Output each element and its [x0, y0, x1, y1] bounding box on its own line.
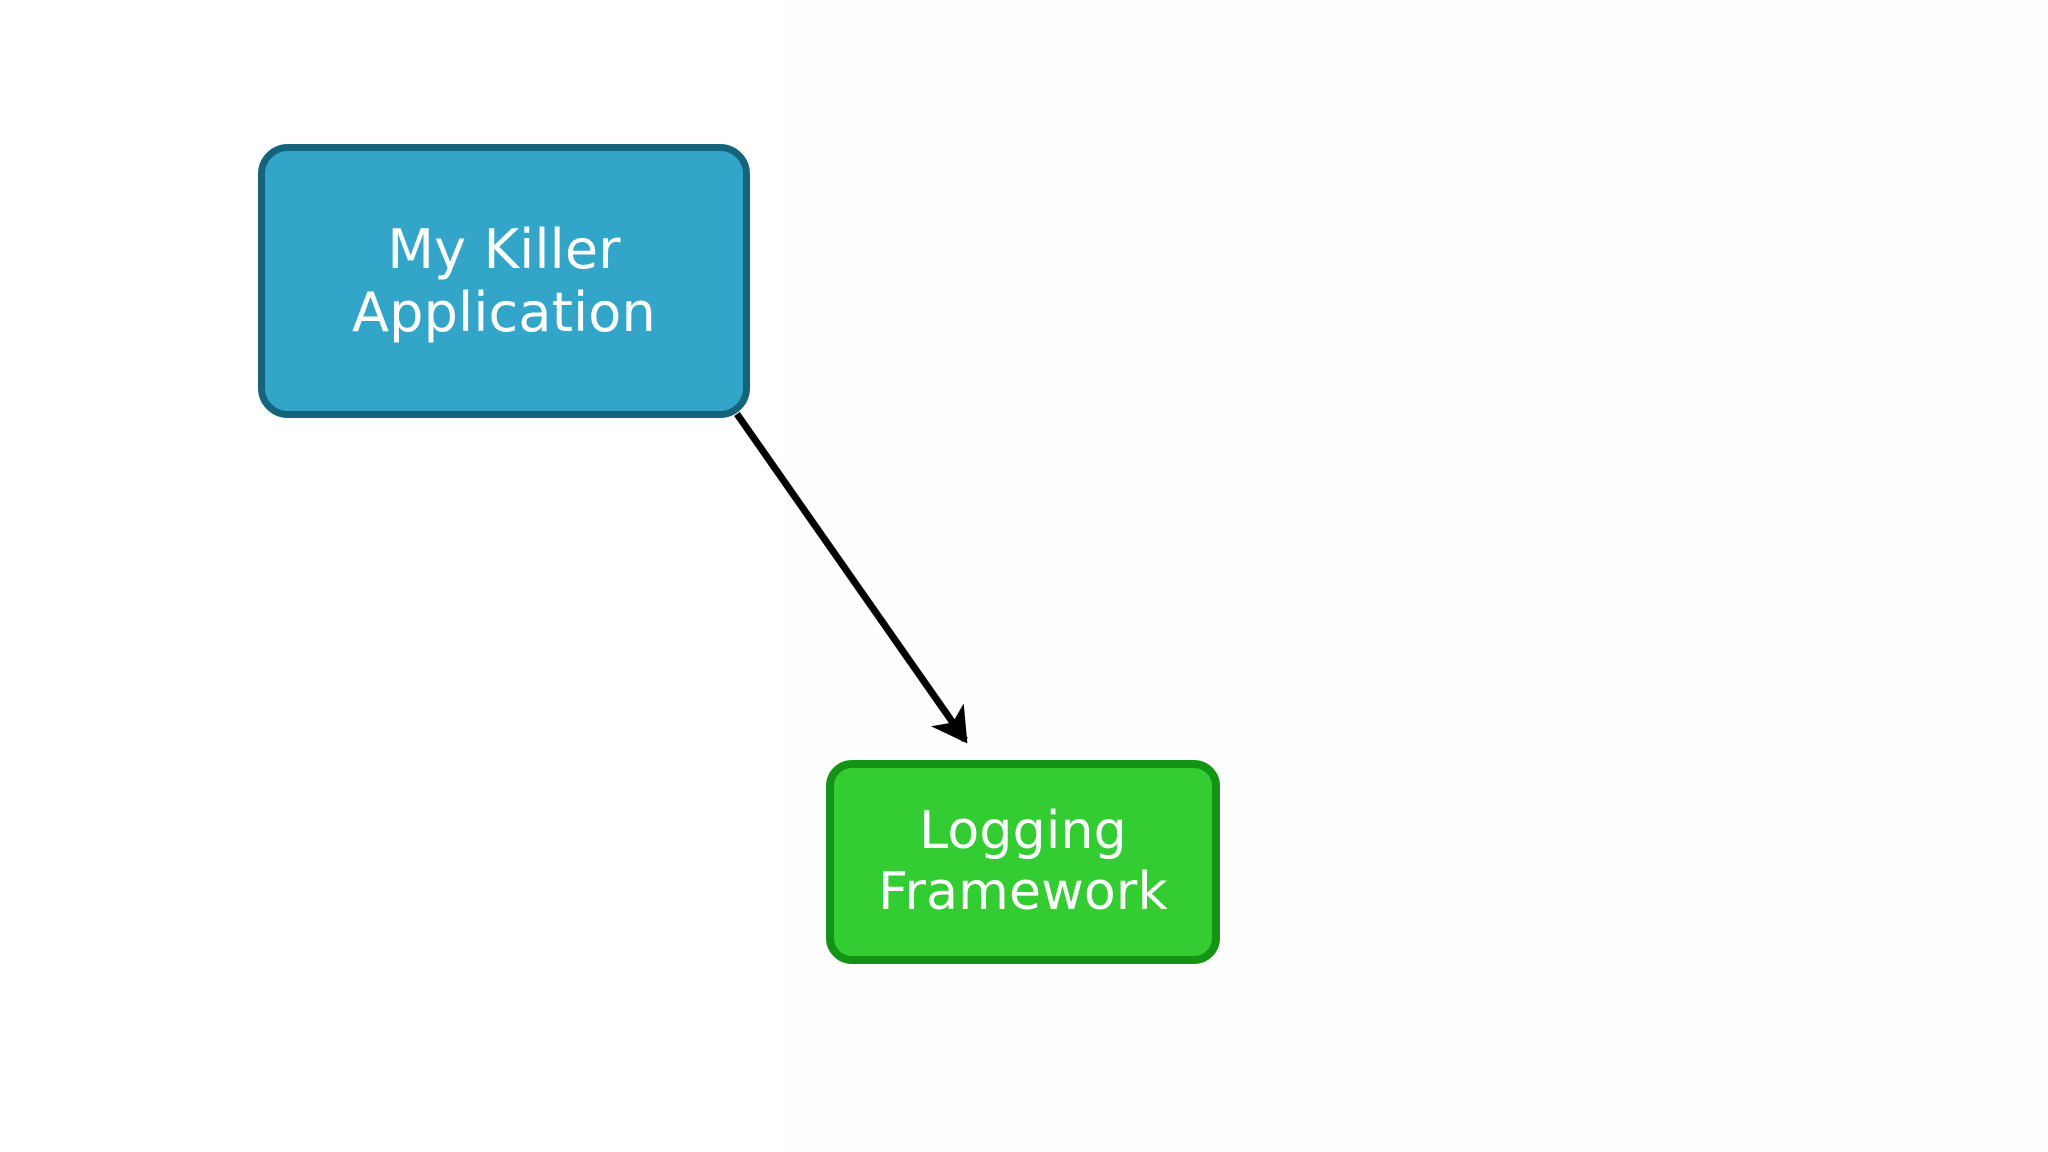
edge-app-to-logging[interactable] [734, 411, 968, 744]
edge-line[interactable] [734, 411, 968, 744]
node-logging-framework[interactable]: Logging Framework [826, 760, 1220, 964]
node-label-my-killer-application: My Killer Application [352, 217, 656, 344]
node-my-killer-application[interactable]: My Killer Application [258, 144, 750, 418]
node-label-logging-framework: Logging Framework [878, 801, 1168, 922]
